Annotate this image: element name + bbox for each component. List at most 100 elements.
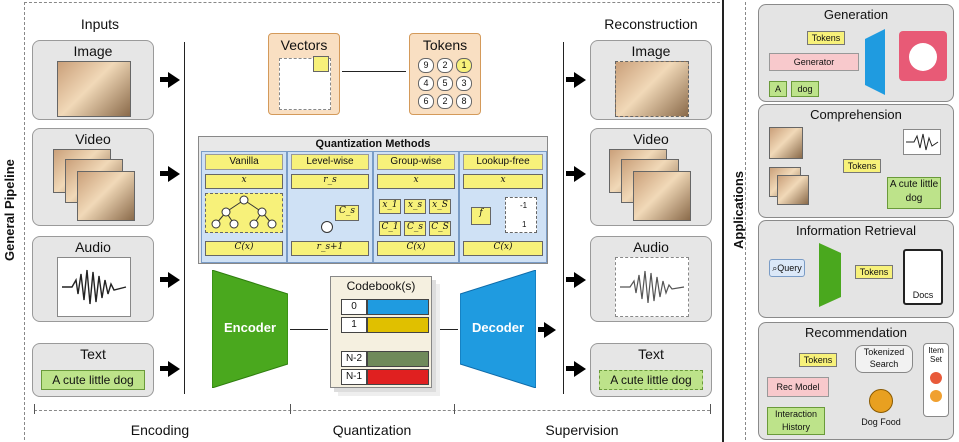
retrieval-tokens: Tokens — [855, 265, 893, 279]
decoder-block: Decoder — [459, 269, 537, 389]
token-cell: 2 — [437, 94, 453, 109]
app-generation: Generation Tokens Generator A dog — [758, 4, 954, 102]
vectors-tokens-link — [342, 71, 406, 72]
col-level-wise-header: Level-wise — [291, 154, 369, 170]
bracket-tick-4 — [710, 404, 711, 414]
codebook-index: N-1 — [341, 369, 367, 385]
retrieval-query: ⌕Query — [769, 259, 805, 277]
out-arrow-audio — [566, 277, 576, 282]
recon-text-panel: Text A cute little dog — [590, 343, 712, 397]
encoder-label: Encoder — [223, 320, 276, 335]
out-arrow-text — [566, 366, 576, 371]
bracket-tick-3 — [454, 404, 455, 414]
codebook-vector — [367, 351, 429, 367]
app-comprehension: Comprehension Tokens A cute little dog — [758, 104, 954, 218]
group-c1: C_1 — [379, 221, 401, 236]
input-audio-label: Audio — [75, 239, 111, 255]
vectors-label: Vectors — [280, 37, 328, 53]
item-set: Item Set — [923, 343, 949, 417]
decoder-label: Decoder — [471, 320, 525, 335]
level-rs1: r_s+1 — [291, 241, 369, 256]
generation-input-dog: dog — [791, 81, 819, 97]
dog-food-icon — [869, 389, 893, 413]
group-x: x — [377, 174, 455, 189]
recon-image-label: Image — [631, 43, 671, 59]
lookup-x: x — [463, 174, 543, 189]
stage-bracket-line — [34, 410, 710, 411]
generation-title: Generation — [823, 7, 889, 22]
vector-cube — [313, 56, 329, 72]
input-audio-panel: Audio — [32, 236, 154, 322]
arrow-text — [160, 366, 170, 371]
recommendation-tokens: Tokens — [799, 353, 837, 367]
app-information-retrieval: Information Retrieval ⌕Query Tokens Docs — [758, 220, 954, 318]
recon-puppy-image — [615, 61, 689, 117]
output-collector-line — [563, 42, 564, 394]
input-text-panel: Text A cute little dog — [32, 343, 154, 397]
section-divider — [722, 0, 724, 442]
item-icon-1 — [930, 372, 942, 384]
recon-audio-label: Audio — [633, 239, 669, 255]
input-text-value: A cute little dog — [41, 370, 145, 390]
top-dashed-border — [24, 2, 720, 3]
lookup-cx: C(x) — [463, 241, 543, 256]
input-collector-line — [184, 42, 185, 394]
input-puppy-image — [57, 61, 131, 117]
query-icon: ⌕ — [772, 263, 778, 273]
recon-video-label: Video — [633, 131, 669, 147]
out-arrow-video — [566, 171, 576, 176]
group-cS: C_S — [429, 221, 451, 236]
col-group-wise-header: Group-wise — [377, 154, 455, 170]
stage-supervision: Supervision — [545, 422, 619, 438]
input-image-label: Image — [73, 43, 113, 59]
generation-input-a: A — [769, 81, 787, 97]
comprehension-title: Comprehension — [810, 107, 902, 122]
recon-video-frame-3 — [633, 171, 691, 221]
group-xs: x_s — [404, 199, 426, 214]
vanilla-tree — [205, 193, 283, 233]
input-video-label: Video — [75, 131, 111, 147]
general-pipeline-label: General Pipeline — [2, 159, 17, 261]
lookup-value-pos: 1 — [522, 220, 527, 229]
inputs-heading: Inputs — [80, 16, 120, 32]
generation-tokens: Tokens — [807, 31, 845, 45]
video-frame-3 — [77, 171, 135, 221]
applications-label: Applications — [731, 171, 746, 250]
arrow-video — [160, 171, 170, 176]
token-cell: 2 — [437, 58, 453, 73]
comprehension-tokens: Tokens — [843, 159, 881, 173]
tokenized-search: Tokenized Search — [855, 345, 913, 373]
retrieval-encoder — [819, 243, 841, 307]
codebook-vector — [367, 299, 429, 315]
level-minus-node — [321, 221, 333, 233]
generation-generator: Generator — [769, 53, 859, 71]
group-cx: C(x) — [377, 241, 455, 256]
left-dashed-border — [24, 2, 25, 440]
tokens-label: Tokens — [422, 37, 468, 53]
lookup-values: -1 1 — [505, 197, 537, 233]
comprehension-video-2 — [777, 175, 809, 205]
dog-food-label: Dog Food — [861, 417, 901, 427]
codebook-vector — [367, 317, 429, 333]
codebook-to-decoder-line — [430, 329, 458, 330]
app-recommendation: Recommendation Tokens Tokenized Search I… — [758, 322, 954, 440]
input-video-panel: Video — [32, 128, 154, 226]
arrow-image — [160, 77, 170, 82]
token-cell: 6 — [418, 94, 434, 109]
codebook-title: Codebook(s) — [346, 279, 416, 293]
recon-audio-panel: Audio — [590, 236, 712, 322]
lookup-value-neg: -1 — [520, 201, 528, 210]
lookup-f: f — [471, 207, 491, 225]
out-arrow-image — [566, 77, 576, 82]
recon-text-label: Text — [638, 346, 664, 362]
token-cell: 9 — [418, 58, 434, 73]
codebook-index: N-2 — [341, 351, 367, 367]
generation-decoder — [865, 29, 885, 95]
group-x1: x_1 — [379, 199, 401, 214]
codebook-index: 1 — [341, 317, 367, 333]
recon-video-panel: Video — [590, 128, 712, 226]
token-cell: 1 — [456, 58, 472, 73]
